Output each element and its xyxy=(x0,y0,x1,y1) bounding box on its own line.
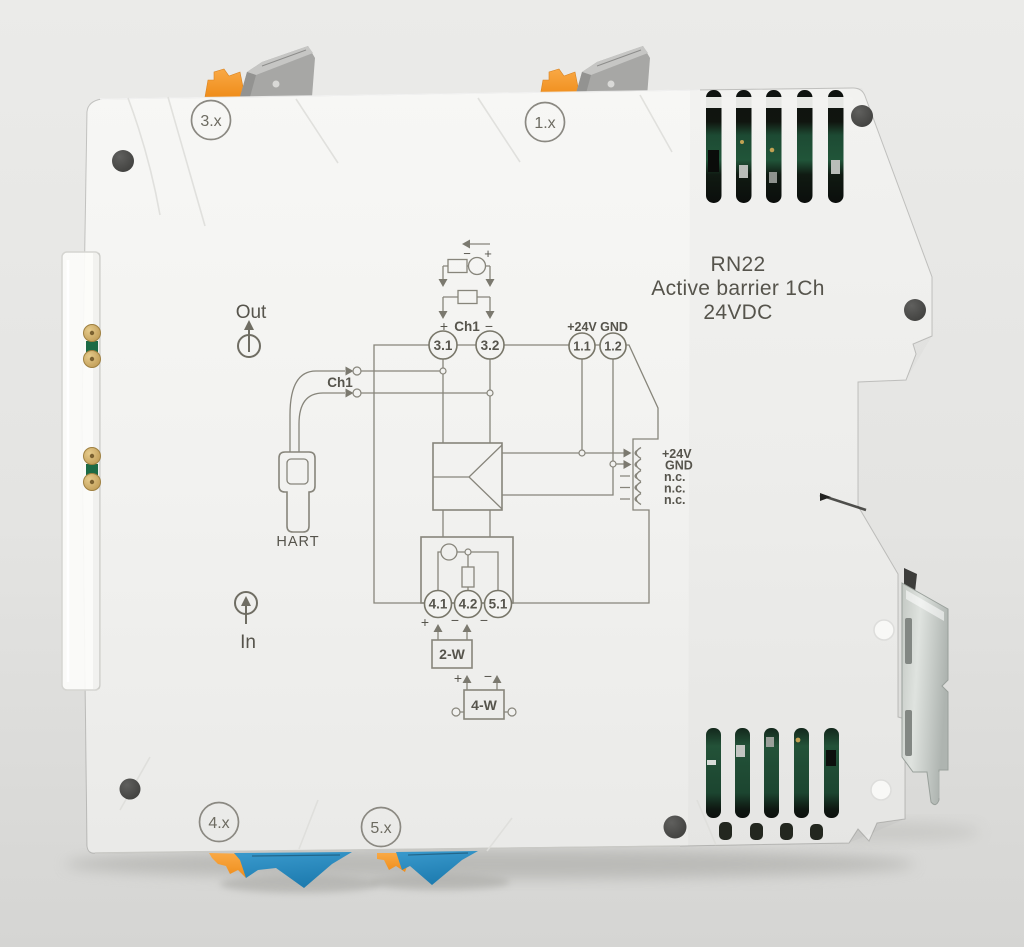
4w-minus-sign: − xyxy=(484,668,492,684)
device-description: Active barrier 1Ch xyxy=(651,277,824,300)
corner-label-text: 1.x xyxy=(534,115,555,132)
out-label: Out xyxy=(236,302,267,323)
vent-slot xyxy=(764,728,779,818)
vent-slots-bottom xyxy=(706,728,839,840)
hart-channel-label: Ch1 xyxy=(327,375,353,390)
molded-recess xyxy=(873,619,895,641)
device-title: RN22 Active barrier 1Ch 24VDC xyxy=(651,253,824,324)
terminal-label: 4.2 xyxy=(459,597,478,612)
housing-silhouette xyxy=(81,87,933,854)
printed-artwork: 3.x 1.x 4.x 5.x RN22 Active barrier 1Ch … xyxy=(190,99,824,848)
transmitter-4w-label: 4-W xyxy=(471,697,497,713)
vent-slot xyxy=(828,90,844,203)
vent-foot-gap xyxy=(719,822,732,840)
terminal-label: 1.2 xyxy=(604,340,621,354)
device-housing xyxy=(81,87,933,854)
4w-plus-sign: + xyxy=(454,670,462,686)
connector-hole xyxy=(272,80,280,88)
corner-label-3x: 3.x xyxy=(190,99,232,141)
terminal-row-bottom: 4.1 4.2 5.1 xyxy=(423,589,513,619)
loop-source-symbol: − + xyxy=(438,239,495,319)
terminal-label: 3.1 xyxy=(434,338,453,353)
vent-slot xyxy=(706,90,722,203)
corner-label-4x: 4.x xyxy=(198,801,240,843)
terminal-label: 5.1 xyxy=(489,597,508,612)
corner-label-1x: 1.x xyxy=(524,101,566,143)
rivet xyxy=(663,815,687,839)
vent-crossbar xyxy=(701,97,853,108)
terminal-3-1 xyxy=(428,330,458,360)
vent-slot xyxy=(824,728,839,818)
corner-label-5x: 5.x xyxy=(360,806,402,848)
din-rail-clip xyxy=(819,493,949,806)
connector-hole xyxy=(607,80,615,88)
channel-tap xyxy=(352,388,362,398)
transmitter-2w-label: 2-W xyxy=(439,646,465,662)
in-plus-sign: + xyxy=(421,614,429,630)
isolation-amplifier xyxy=(432,442,503,511)
vent-foot-gap xyxy=(750,823,763,840)
top-connector-right xyxy=(539,46,650,98)
vent-slot xyxy=(794,728,809,818)
transmitter-2w: 2-W xyxy=(431,624,473,669)
in-minus-sign: − xyxy=(480,612,488,628)
corner-label-text: 3.x xyxy=(200,113,221,130)
out-symbol: Out xyxy=(236,302,267,358)
terminal-1-2 xyxy=(599,332,627,360)
device-model: RN22 xyxy=(711,253,766,276)
pin-label: n.c. xyxy=(664,482,686,496)
terminal-4-1 xyxy=(423,589,453,619)
rivet xyxy=(119,778,141,800)
polarity-plus: + xyxy=(484,246,492,261)
pin-label: GND xyxy=(665,459,693,473)
polarity-minus: − xyxy=(463,246,471,261)
bottom-connector-right xyxy=(377,851,478,885)
terminal-label: 4.1 xyxy=(429,597,448,612)
terminal-4-2 xyxy=(453,589,483,619)
in-label: In xyxy=(240,632,256,653)
pin-label: +24V xyxy=(662,447,692,461)
bottom-connector-left xyxy=(209,852,352,888)
terminal-5-1 xyxy=(483,589,513,619)
vent-slot xyxy=(797,90,813,203)
housing-rivets xyxy=(112,105,926,839)
bus-connector-pins: +24V GND n.c. n.c. n.c. xyxy=(620,446,693,507)
terminal-3-2 xyxy=(475,330,505,360)
pin-label: n.c. xyxy=(664,493,686,507)
molded-recess xyxy=(870,779,892,801)
hart-label: HART xyxy=(276,534,319,550)
hart-device: HART xyxy=(276,451,319,550)
device-voltage: 24VDC xyxy=(703,301,772,324)
rivet xyxy=(112,150,134,172)
transmitter-4w: + − 4-W xyxy=(451,668,517,720)
label-strip xyxy=(61,251,101,691)
terminal-row-top: 3.1 3.2 1.1 1.2 xyxy=(428,330,627,360)
rivet xyxy=(904,299,926,321)
vent-foot-gap xyxy=(810,824,823,840)
out-plus-sign: + xyxy=(440,318,448,334)
out-channel-label: Ch1 xyxy=(454,319,480,334)
pin-label: n.c. xyxy=(664,470,686,484)
terminal-label: 3.2 xyxy=(481,338,500,353)
supply-plus-label: +24V xyxy=(567,320,597,334)
in-symbol: In xyxy=(234,591,258,653)
in-minus-sign: − xyxy=(451,612,459,628)
terminal-1-1 xyxy=(568,332,596,360)
vent-slot xyxy=(735,728,750,818)
channel-tap xyxy=(352,366,362,376)
terminal-label: 1.1 xyxy=(573,340,590,354)
out-minus-sign: − xyxy=(485,318,493,334)
rivet xyxy=(851,105,873,127)
corner-label-text: 5.x xyxy=(370,820,391,837)
corner-label-text: 4.x xyxy=(208,815,229,832)
supply-gnd-label: GND xyxy=(600,320,628,334)
vent-foot-gap xyxy=(780,823,793,840)
vent-slot xyxy=(706,728,721,818)
vent-slots-top xyxy=(701,90,853,203)
top-connector-left xyxy=(204,46,315,98)
